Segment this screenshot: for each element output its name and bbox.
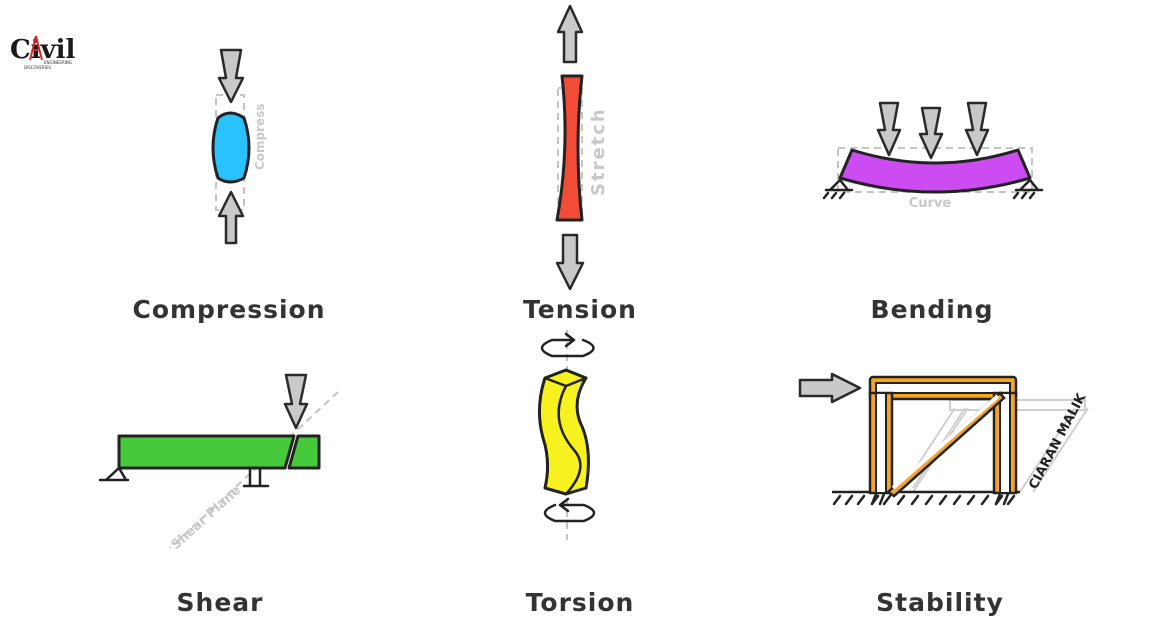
stability-annotation: CIARAN MALIK [1026, 390, 1089, 492]
tension-annotation: Stretch [588, 107, 609, 196]
logo-subtext-1: ENGINEERING [44, 60, 72, 65]
logo: Civil ENGINEERING DISCOVERIES [10, 35, 76, 70]
tension-bottom-arrow-icon [555, 233, 585, 291]
torsion-top-rotation-arrow-icon [540, 332, 595, 358]
stability-title: Stability [876, 588, 1004, 617]
stability-lateral-load-arrow-icon [798, 372, 862, 404]
bending-right-support-icon [1012, 178, 1044, 200]
shear-block-left [117, 434, 296, 470]
logo-text: Civil [10, 35, 76, 65]
bending-title: Bending [871, 295, 994, 324]
bending-load-arrow-1-icon [876, 101, 902, 157]
compression-top-arrow-icon [217, 48, 245, 104]
shear-right-support-icon [242, 466, 270, 488]
compression-annotation: Compress [253, 104, 267, 171]
stability-base-supports [870, 492, 1010, 506]
shear-plane-line [169, 391, 339, 549]
logo-tower-icon [29, 35, 43, 61]
compression-member [211, 111, 251, 184]
torsion-diagram: Torsion [526, 330, 635, 617]
torsion-twist-lines [543, 376, 588, 496]
logo-subtext-2: DISCOVERIES [24, 65, 51, 70]
torsion-bar [538, 368, 590, 496]
shear-title: Shear [177, 588, 264, 617]
shear-block-right [287, 434, 321, 470]
bending-load-arrow-2-icon [918, 106, 944, 160]
tension-diagram: Stretch Tension [523, 4, 637, 324]
torsion-title: Torsion [526, 588, 635, 617]
bending-annotation: Curve [909, 196, 952, 211]
shear-annotation: Shear Plane [169, 483, 245, 553]
torsion-bottom-rotation-arrow-icon [543, 497, 596, 523]
compression-diagram: Compress Compression [132, 48, 325, 324]
bending-beam [838, 148, 1032, 194]
compression-bottom-arrow-icon [217, 190, 245, 245]
shear-left-support-icon [98, 466, 130, 482]
tension-top-arrow-icon [556, 4, 584, 64]
tension-member [555, 74, 584, 222]
shear-diagram: Shear Plane Shear [98, 373, 339, 617]
bending-load-arrow-3-icon [964, 101, 990, 157]
bending-left-support-icon [822, 178, 854, 200]
stability-ground-hatching [832, 494, 1016, 506]
stability-diagram: CIARAN MALIK Stability [798, 372, 1090, 617]
compression-title: Compression [132, 295, 325, 324]
stability-frame [868, 375, 1018, 498]
shear-load-arrow-icon [283, 373, 309, 430]
bending-diagram: Curve Bending [822, 101, 1044, 324]
tension-title: Tension [523, 295, 637, 324]
